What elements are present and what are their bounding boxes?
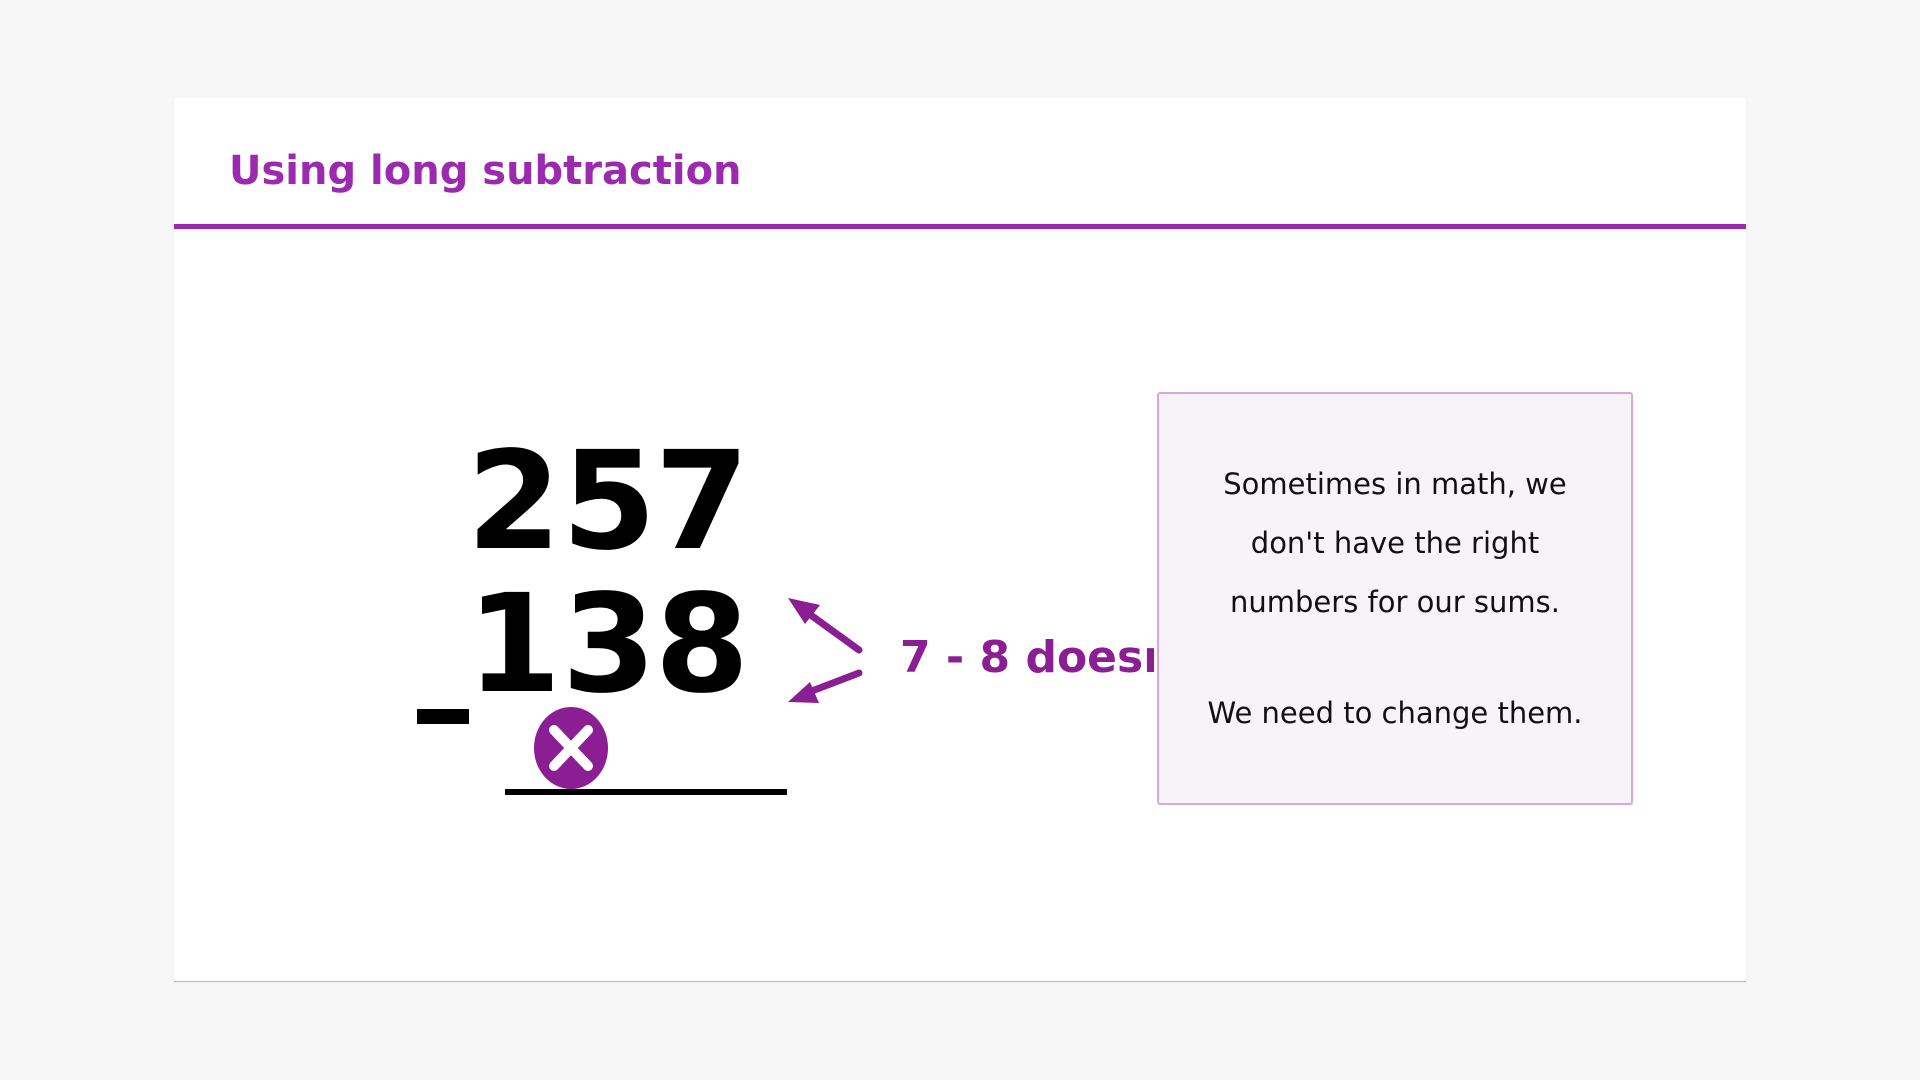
info-line-2: don't have the right	[1250, 525, 1540, 560]
cross-circle-icon	[532, 705, 610, 791]
subtraction-illustration: 2 5 7 1 3 8 7 - 8 doesn’t work.	[417, 423, 1154, 795]
subtraction-problem: 2 5 7 1 3 8 7 - 8 doesn’t work.	[234, 398, 1154, 818]
title-divider	[174, 224, 1746, 229]
problem-note: 7 - 8 doesn’t work.	[900, 632, 1154, 683]
subtrahend-digit-ones: 8	[655, 566, 750, 724]
minus-sign	[417, 709, 469, 724]
arrow-up-icon	[788, 598, 863, 654]
info-paragraph-1: Sometimes in math, we don't have the rig…	[1223, 455, 1567, 632]
info-line-1: Sometimes in math, we	[1223, 466, 1567, 501]
info-line-3: numbers for our sums.	[1230, 584, 1560, 619]
info-box: Sometimes in math, we don't have the rig…	[1157, 392, 1633, 805]
slide: Using long subtraction 2 5 7 1 3 8	[174, 98, 1746, 982]
info-paragraph-2: We need to change them.	[1207, 695, 1583, 730]
minuend-digit-hundreds: 2	[467, 423, 562, 581]
answer-line	[505, 789, 787, 795]
minuend-digit-tens: 5	[562, 423, 657, 581]
subtrahend-digit-hundreds: 1	[467, 566, 562, 724]
slide-title: Using long subtraction	[229, 148, 742, 194]
minuend-digit-ones: 7	[655, 423, 750, 581]
arrow-down-icon	[788, 669, 863, 703]
subtrahend-digit-tens: 3	[562, 566, 657, 724]
